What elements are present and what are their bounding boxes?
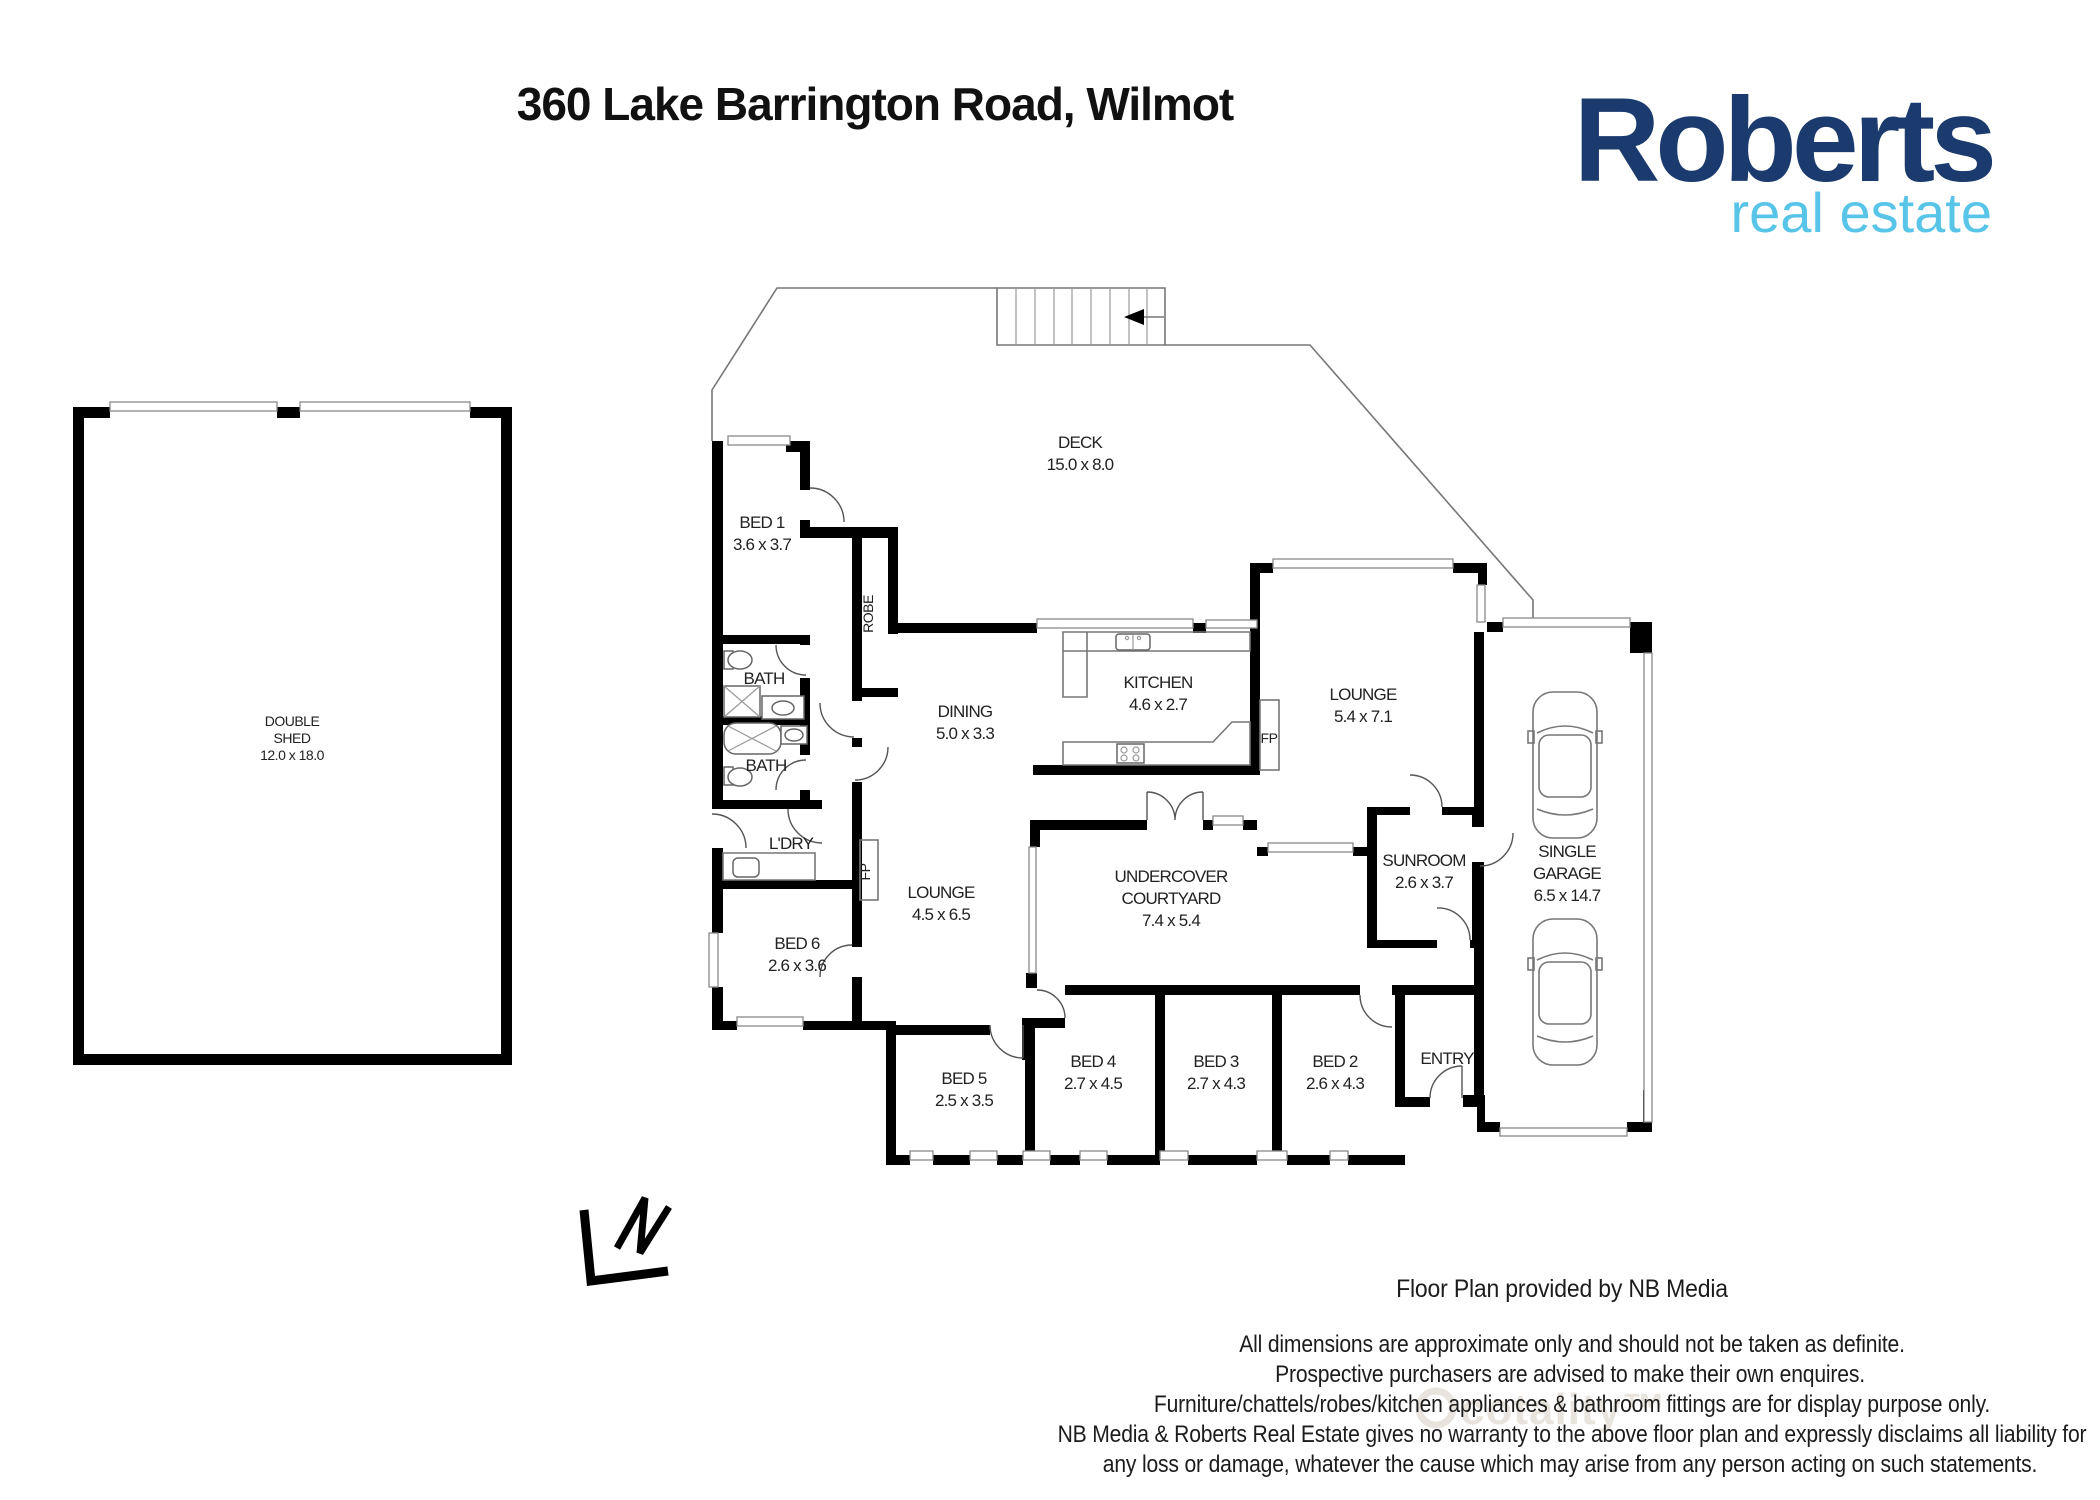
footer-disclaimer-line: any loss or damage, whatever the cause w…	[1103, 1451, 2037, 1478]
footer-disclaimer-line: Furniture/chattels/robes/kitchen applian…	[1154, 1391, 1990, 1418]
label-fireplace-lounge: FP	[857, 863, 873, 880]
logo-brand-text: Roberts	[1574, 73, 1993, 207]
room-label-bed5: BED 5	[941, 1069, 986, 1088]
room-dims-sunroom: 2.6 x 3.7	[1395, 873, 1453, 892]
room-label-shed-line2: SHED	[274, 730, 311, 746]
room-label-dining: DINING	[938, 702, 993, 721]
room-label-ldry: L'DRY	[769, 834, 814, 853]
bathroom-fixtures	[722, 650, 816, 881]
room-label-bed4: BED 4	[1070, 1052, 1115, 1071]
room-dims-lounge-main: 5.4 x 7.1	[1334, 707, 1392, 726]
toilet-icon	[723, 650, 753, 670]
room-label-courtyard-line1: UNDERCOVER	[1115, 867, 1228, 886]
footer-disclaimer-line: All dimensions are approximate only and …	[1239, 1331, 1905, 1358]
room-label-courtyard-line2: COURTYARD	[1122, 889, 1221, 908]
room-label-lounge-second: LOUNGE	[908, 883, 975, 902]
room-label-garage-line1: SINGLE	[1538, 842, 1596, 861]
kitchen-sink-icon	[1115, 633, 1151, 651]
room-label-bed2: BED 2	[1312, 1052, 1357, 1071]
basin-icon	[780, 725, 808, 745]
room-label-bath-upper: BATH	[744, 669, 785, 688]
room-dims-courtyard: 7.4 x 5.4	[1142, 911, 1200, 930]
bathtub-icon	[723, 722, 782, 755]
vanity-basin-icon	[761, 695, 805, 720]
room-dims-bed4: 2.7 x 4.5	[1064, 1074, 1122, 1093]
room-label-garage-line2: GARAGE	[1533, 864, 1601, 883]
laundry-trough-icon	[722, 852, 816, 881]
room-label-bed6: BED 6	[774, 934, 819, 953]
footer: Floor Plan provided by NB Media All dime…	[1058, 1275, 2088, 1478]
room-label-sunroom: SUNROOM	[1382, 851, 1465, 870]
room-dims-garage: 6.5 x 14.7	[1534, 886, 1601, 905]
fireplace-kitchen-box	[1259, 699, 1280, 771]
room-dims-bed6: 2.6 x 3.6	[768, 956, 826, 975]
room-dims-shed: 12.0 x 18.0	[260, 747, 324, 763]
page-title: 360 Lake Barrington Road, Wilmot	[517, 78, 1234, 130]
car-icon	[1527, 691, 1603, 839]
walls	[73, 407, 1652, 1165]
room-label-robe: ROBE	[860, 595, 876, 633]
room-dims-bed2: 2.6 x 4.3	[1306, 1074, 1364, 1093]
room-dims-dining: 5.0 x 3.3	[936, 724, 994, 743]
room-dims-kitchen: 4.6 x 2.7	[1129, 695, 1187, 714]
room-dims-bed5: 2.5 x 3.5	[935, 1091, 993, 1110]
footer-disclaimer-line: Prospective purchasers are advised to ma…	[1275, 1361, 1865, 1388]
room-label-kitchen: KITCHEN	[1123, 673, 1192, 692]
room-dims-lounge-second: 4.5 x 6.5	[912, 905, 970, 924]
room-label-shed-line1: DOUBLE	[265, 713, 320, 729]
watermark: cotality™	[1415, 1385, 1667, 1434]
toilet-icon	[723, 766, 753, 787]
room-label-bed1: BED 1	[739, 513, 784, 532]
deck-outline	[711, 287, 1534, 622]
car-icon	[1527, 918, 1603, 1066]
room-label-bed3: BED 3	[1193, 1052, 1238, 1071]
door-arcs	[711, 487, 1514, 1099]
stove-icon	[1116, 743, 1145, 764]
stairs	[996, 287, 1166, 346]
logo-tagline-text: real estate	[1731, 181, 1993, 244]
footer-credit: Floor Plan provided by NB Media	[1396, 1275, 1729, 1303]
label-fireplace-kitchen: FP	[1261, 730, 1278, 746]
room-dims-deck: 15.0 x 8.0	[1047, 455, 1114, 474]
stairs-direction-arrow-icon	[1124, 309, 1144, 325]
room-label-lounge-main: LOUNGE	[1330, 685, 1397, 704]
room-label-bath-lower: BATH	[746, 756, 787, 775]
room-dims-bed3: 2.7 x 4.3	[1187, 1074, 1245, 1093]
shower-icon	[723, 685, 761, 718]
roberts-logo: Roberts real estate	[1574, 73, 1998, 244]
windows	[109, 401, 1653, 1161]
fireplace-lounge-box	[859, 839, 879, 901]
room-label-entry: ENTRY	[1420, 1049, 1474, 1068]
kitchen-counters	[1062, 631, 1251, 766]
footer-disclaimer-line: NB Media & Roberts Real Estate gives no …	[1058, 1421, 2087, 1448]
room-label-deck: DECK	[1058, 433, 1103, 452]
watermark-text: cotality™	[1460, 1385, 1667, 1434]
room-dims-bed1: 3.6 x 3.7	[733, 535, 791, 554]
north-arrow-icon	[579, 1196, 672, 1287]
